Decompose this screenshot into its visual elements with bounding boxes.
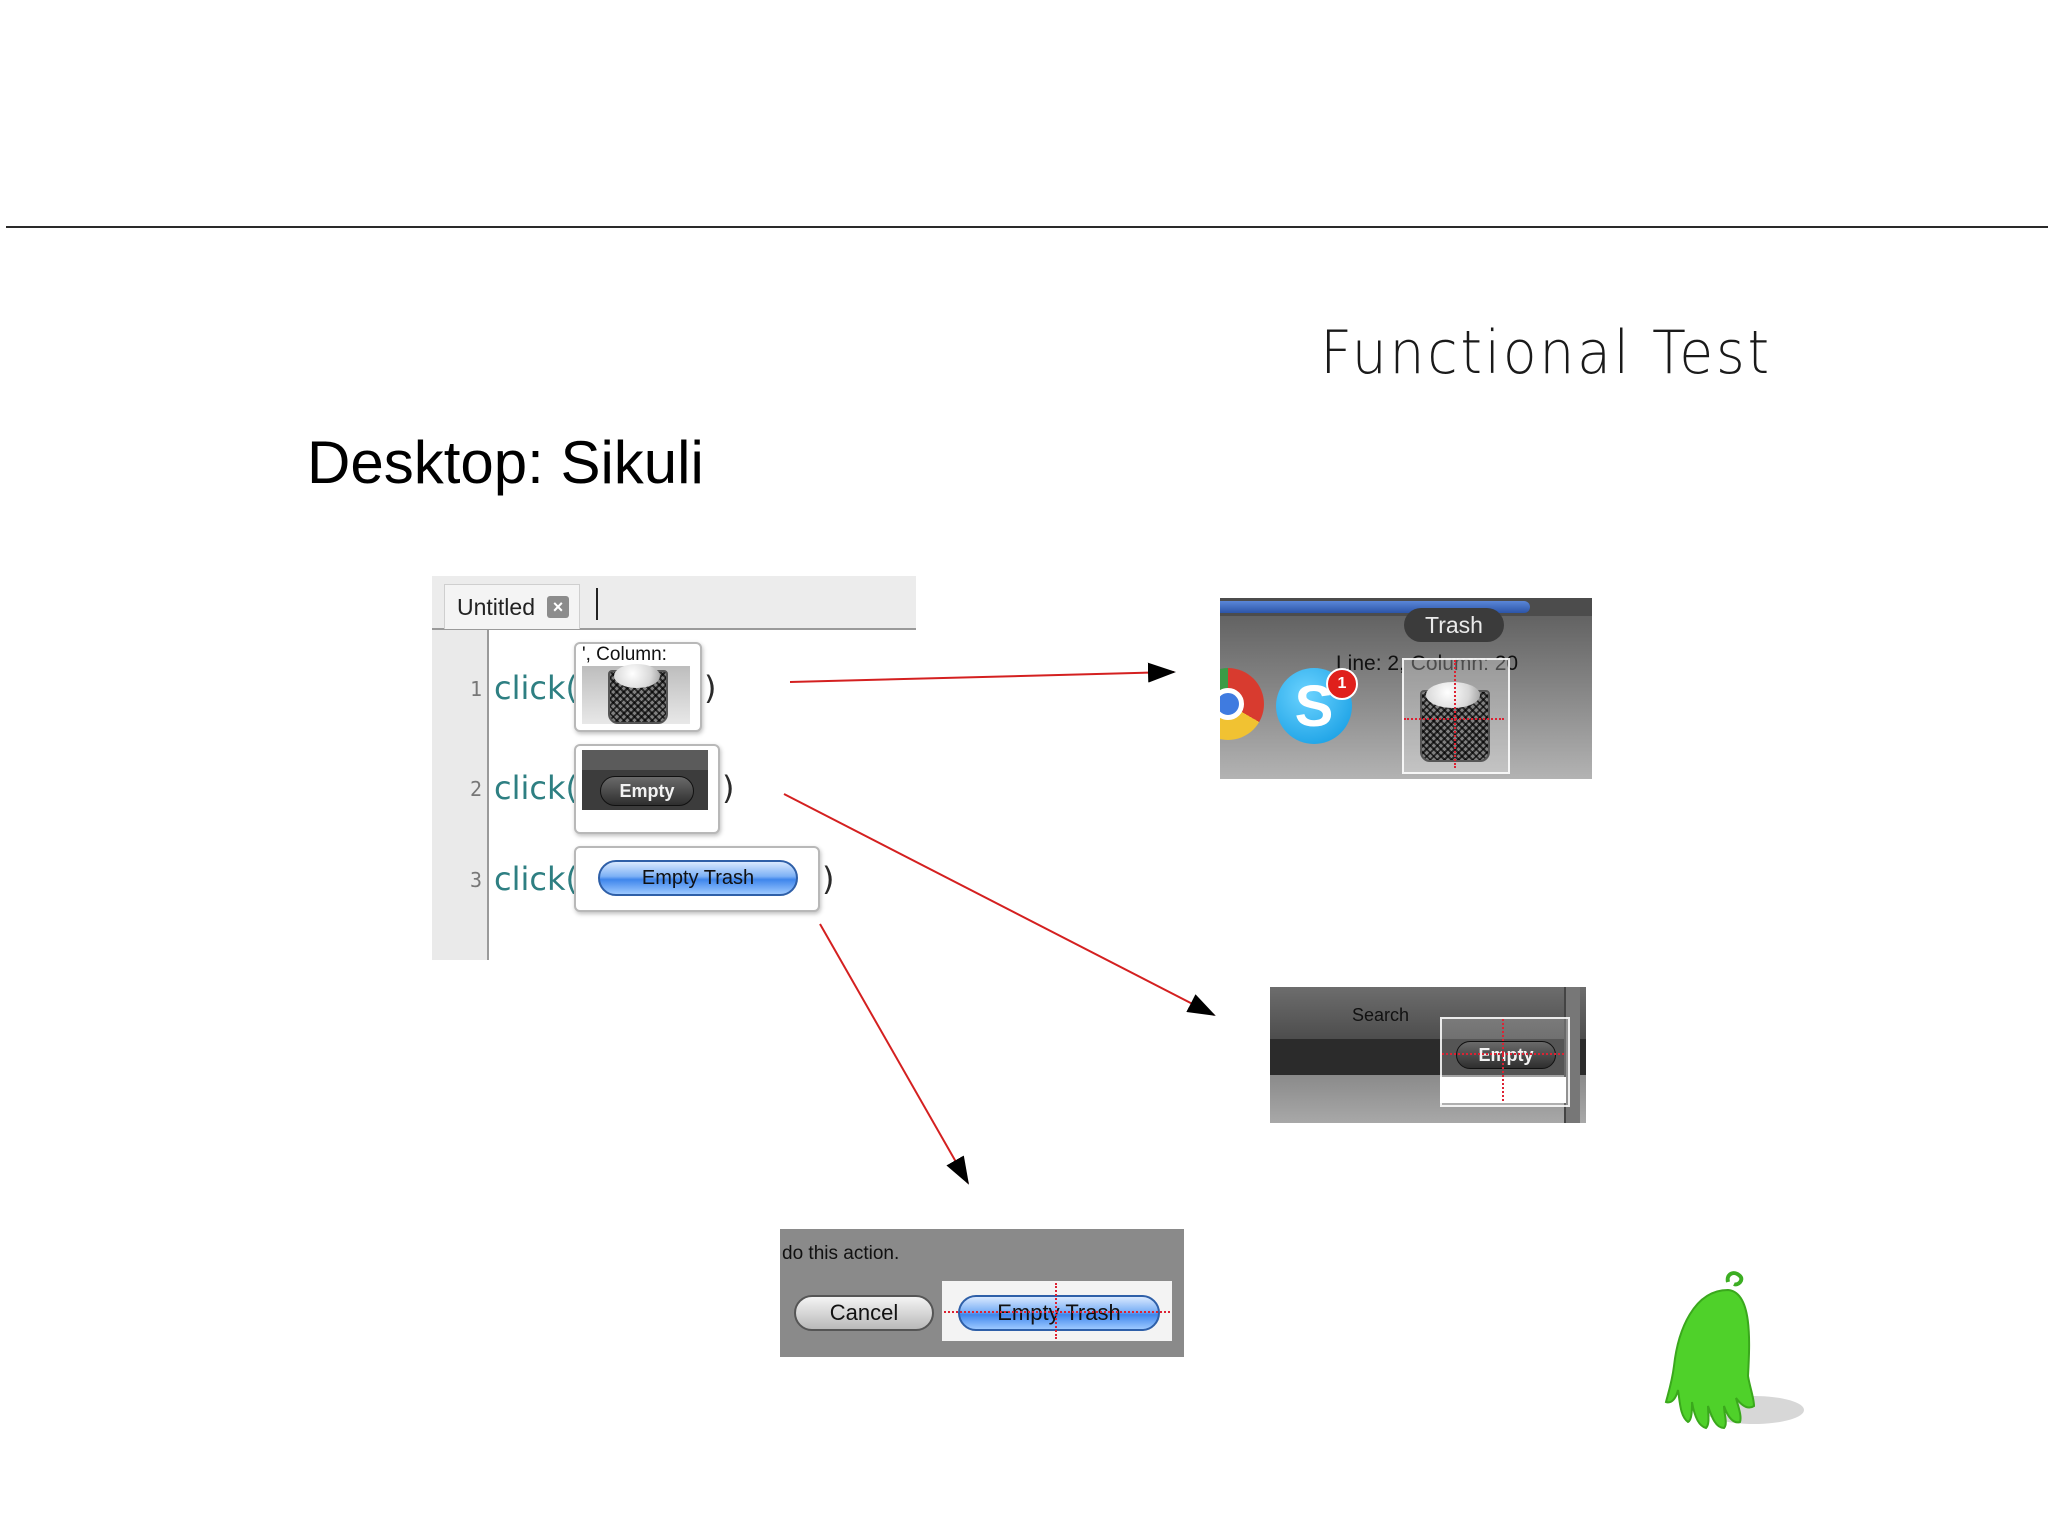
line-number: 1 [469,677,482,701]
crumpled-paper-icon [614,664,660,688]
close-icon[interactable]: × [546,596,569,618]
empty-trash-button[interactable]: Empty Trash [958,1295,1160,1331]
search-label: Search [1352,1005,1410,1025]
thumbnail-overlay-text: ', Column: [582,644,667,665]
crosshair-line [1454,660,1456,768]
code-paren: ) [822,860,835,898]
chrome-icon[interactable] [1220,668,1264,740]
code-keyword: click( [494,669,578,707]
tab-label: Untitled [457,593,535,620]
crosshair-line [944,1311,1170,1313]
cursor-status-text: Line: 2, Column: 20 [1336,652,1519,675]
search-bar-screenshot: Search Empty [1270,987,1586,1123]
sikuli-mascot-icon [1664,1271,1804,1430]
crumpled-paper-icon [1426,682,1480,708]
tab-untitled[interactable]: Untitled × [444,584,580,629]
dialog-message: do this action. [782,1243,900,1264]
code-keyword: click( [494,860,578,898]
empty-button[interactable]: Empty [1456,1041,1556,1069]
line-number-gutter [432,630,489,960]
empty-trash-button-image: Empty Trash [598,860,798,896]
code-paren: ) [722,769,735,807]
arrow-to-dialog [819,923,969,1185]
empty-button-image: Empty [600,776,694,806]
header-rule [6,226,2048,228]
cancel-button[interactable]: Cancel [794,1295,934,1331]
slide-title: Functional Test [1320,318,1772,388]
notification-badge: 1 [1326,668,1358,700]
code-paren: ) [704,669,717,707]
thumbnail-background [582,750,708,770]
empty-button-thumbnail[interactable]: Empty [574,744,720,834]
slide-subtitle: Desktop: Sikuli [307,429,704,496]
crosshair-line [1055,1283,1057,1339]
line-number: 2 [469,777,482,801]
empty-trash-button-thumbnail[interactable]: Empty Trash [574,846,820,912]
trash-can-thumbnail[interactable]: ', Column: [574,642,702,732]
sikuli-ide-panel: Untitled × 1 click( ', Column: ) 2 click… [432,576,916,960]
ide-tab-bar: Untitled × [432,576,916,630]
trash-tooltip: Trash [1404,608,1504,642]
arrow-to-dock [789,662,1176,683]
dock-screenshot: Trash Line: 2, Column: 20 S 1 [1220,598,1592,779]
code-keyword: click( [494,769,578,807]
arrow-to-search-bar [783,793,1216,1016]
window-toolbar [1270,987,1586,1039]
line-number: 3 [469,868,482,892]
crosshair-line [1502,1019,1504,1101]
empty-trash-dialog-screenshot: do this action. Cancel Empty Trash [780,1229,1184,1357]
text-cursor [596,588,598,620]
